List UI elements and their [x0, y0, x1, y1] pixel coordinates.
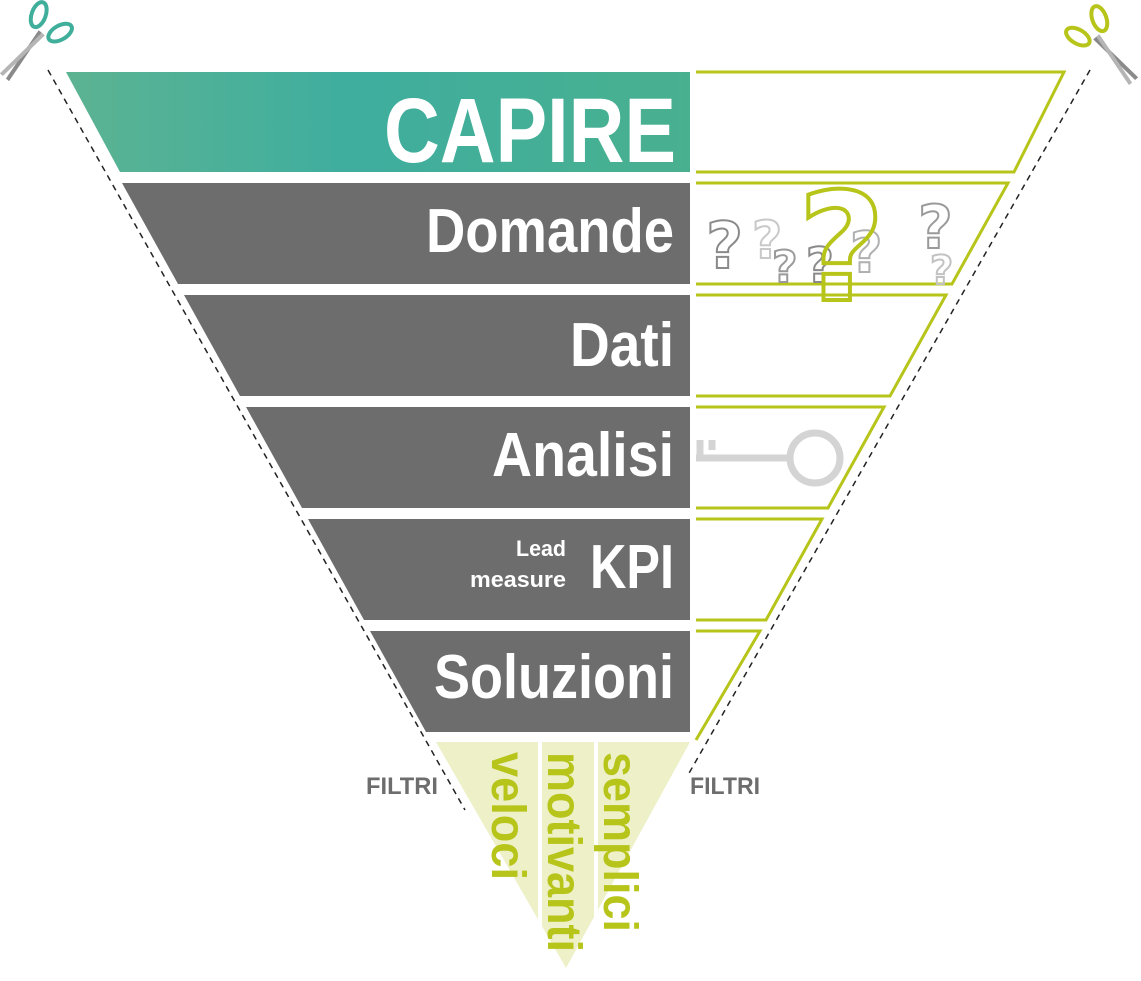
- scissors-left-icon: [0, 0, 74, 82]
- level-label-capire: CAPIRE: [384, 80, 676, 182]
- level-bar-soluzioni: [370, 631, 690, 732]
- funnel-left-dashed-edge: [47, 69, 466, 811]
- filter-word-veloci: veloci: [481, 752, 534, 880]
- question-marks-icon: ? ? ? ? ? ? ? ?: [705, 160, 954, 338]
- level-bar-kpi: [308, 519, 690, 620]
- svg-text:?: ?: [930, 248, 953, 294]
- svg-text:?: ?: [706, 210, 743, 284]
- filter-label-left: FILTRI: [366, 773, 438, 800]
- svg-text:?: ?: [798, 162, 885, 336]
- level-label-analisi: Analisi: [492, 421, 674, 490]
- filter-label-right: FILTRI: [690, 773, 760, 800]
- level-label-dati: Dati: [570, 311, 674, 380]
- level-label-soluzioni: Soluzioni: [434, 643, 674, 712]
- level-bar-domande: [122, 183, 690, 284]
- filter-funnel-tip: [436, 742, 690, 968]
- filter-word-motivanti: motivanti: [537, 752, 590, 952]
- outline-bar-2: [696, 181, 1011, 286]
- filter-word-semplici: semplici: [593, 752, 646, 932]
- svg-text:?: ?: [806, 238, 834, 294]
- svg-text:?: ?: [772, 242, 798, 293]
- outline-bar-3: [696, 293, 949, 398]
- key-icon: [696, 429, 844, 487]
- outline-bar-4: [696, 405, 887, 510]
- level-bar-capire: [66, 72, 690, 172]
- right-outline-bars: [694, 70, 1067, 741]
- svg-text:?: ?: [850, 221, 882, 286]
- funnel-right-dashed-edge: [687, 69, 1091, 776]
- outline-bar-5: [696, 517, 825, 622]
- level-label-kpi: KPI: [590, 533, 674, 602]
- outline-bar-6: [694, 629, 763, 741]
- level-label-domande: Domande: [426, 197, 674, 266]
- level-sublabel-measure: measure: [470, 567, 566, 592]
- svg-text:?: ?: [752, 211, 782, 271]
- level-bar-dati: [184, 295, 690, 396]
- svg-text:?: ?: [918, 193, 953, 263]
- level-bar-analisi: [246, 407, 690, 508]
- scissors-right-icon: [1064, 4, 1139, 86]
- level-sublabel-lead: Lead: [516, 536, 566, 561]
- outline-bar-1: [696, 70, 1067, 174]
